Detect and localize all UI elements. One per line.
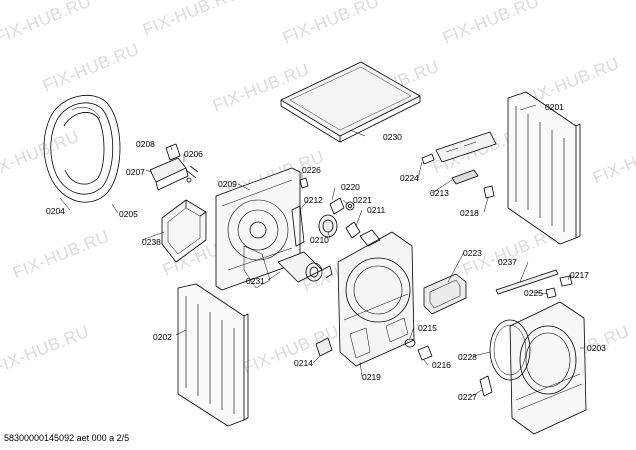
part-label-0224: 0224 [400, 173, 419, 183]
side-panel-right-drawing [507, 91, 581, 245]
motor-parts-drawing [318, 197, 361, 239]
part-label-0202: 0202 [153, 332, 172, 342]
part-label-0213: 0213 [430, 188, 449, 198]
part-label-0218: 0218 [460, 208, 479, 218]
clip-drawing [479, 375, 493, 397]
part-label-0210: 0210 [310, 235, 329, 245]
part-label-0212: 0212 [304, 195, 323, 205]
part-label-0208: 0208 [136, 139, 155, 149]
part-label-0230: 0230 [383, 132, 402, 142]
part-label-0209: 0209 [218, 179, 237, 189]
bracket-drawing [291, 177, 309, 247]
rail-drawing [495, 269, 573, 299]
duct-drawing [161, 199, 207, 263]
control-parts-drawing [421, 131, 497, 199]
filter-drawing [423, 273, 467, 315]
part-label-0203: 0203 [587, 343, 606, 353]
front-panel-drawing [509, 301, 587, 435]
part-label-0219: 0219 [362, 372, 381, 382]
part-label-0227: 0227 [458, 392, 477, 402]
sensor-drawing [149, 143, 199, 191]
side-panel-left-drawing [177, 283, 249, 427]
top-cover-drawing [280, 61, 421, 143]
part-label-0226: 0226 [302, 165, 321, 175]
part-label-0211: 0211 [367, 205, 386, 215]
chassis-drawing [337, 229, 415, 367]
part-label-0237: 0237 [498, 257, 517, 267]
part-label-0228: 0228 [458, 352, 477, 362]
part-label-0205: 0205 [119, 209, 138, 219]
door-seal-drawing [43, 94, 121, 203]
part-label-0238: 0238 [142, 237, 161, 247]
part-label-0201: 0201 [545, 102, 564, 112]
part-label-0225: 0225 [524, 288, 543, 298]
heater-assembly-drawing [277, 251, 333, 283]
leader-lines [59, 104, 584, 397]
part-label-0220: 0220 [341, 182, 360, 192]
part-label-0207: 0207 [126, 167, 145, 177]
door-gasket-drawing [489, 319, 531, 381]
part-label-0231: 0231 [246, 276, 265, 286]
part-label-0215: 0215 [418, 323, 437, 333]
small-parts-drawing [315, 337, 433, 361]
part-label-0221: 0221 [353, 195, 372, 205]
part-label-0223: 0223 [463, 248, 482, 258]
part-label-0217: 0217 [570, 270, 589, 280]
part-label-0216: 0216 [432, 360, 451, 370]
diagram-reference-number: 58300000145092 aet 000 a 2/5 [4, 433, 130, 443]
part-label-0214: 0214 [294, 358, 313, 368]
part-label-0204: 0204 [46, 206, 65, 216]
rear-panel-drawing [215, 167, 301, 291]
part-label-0206: 0206 [184, 149, 203, 159]
